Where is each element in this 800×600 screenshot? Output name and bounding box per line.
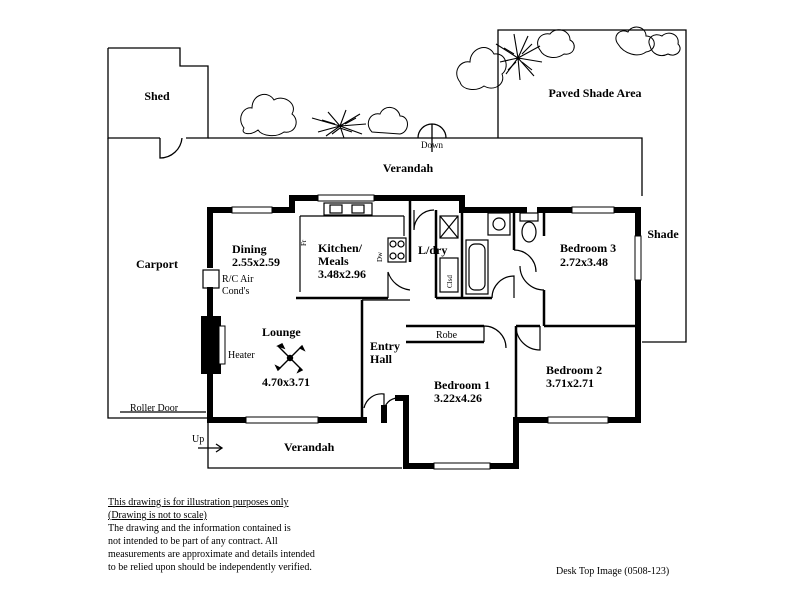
disclaimer-line: not intended to be part of any contract.…: [108, 536, 278, 547]
disclaimer-line: measurements are approximate and details…: [108, 549, 315, 560]
room-label-entry-line2: Hall: [370, 352, 393, 366]
verandah-top-outline: [208, 137, 643, 196]
carport-outline: [107, 138, 208, 419]
door-hall-laundry: [491, 275, 515, 299]
up-label: Up: [192, 434, 204, 445]
shrub-icon: [615, 26, 655, 56]
room-label-carport: Carport: [136, 257, 178, 271]
laundry-trough: [439, 215, 459, 239]
laundry-trough-cross: [439, 215, 459, 239]
room-label-laundry: L/dry: [418, 243, 447, 257]
room-label-kitchen-line2: Meals: [318, 254, 349, 268]
aircon-unit: [202, 269, 220, 289]
heater: [201, 316, 221, 374]
room-size-bedroom3: 2.72x3.48: [560, 255, 608, 269]
kitchen-bench: [299, 215, 405, 292]
aircon-label-line1: R/C Air: [222, 274, 254, 285]
stove: [387, 237, 407, 263]
room-label-kitchen-line1: Kitchen/: [318, 241, 363, 255]
room-size-kitchen: 3.48x2.96: [318, 267, 366, 281]
bath-inner: [468, 243, 486, 291]
door-laundry-ext: [413, 209, 435, 231]
door-bed3: [519, 265, 545, 291]
roller-door-label: Roller Door: [130, 403, 179, 414]
room-label-bedroom1: Bedroom 1: [434, 378, 490, 392]
shrub-icon: [537, 29, 575, 58]
disclaimer-line: This drawing is for illustration purpose…: [108, 497, 289, 508]
up-arrow: [198, 443, 224, 453]
paved-area-outline: [497, 29, 687, 343]
shrub-icon: [648, 32, 681, 57]
shrub-icon: [367, 107, 408, 135]
step-down-marker: [417, 123, 447, 152]
window-dining: [231, 206, 273, 214]
down-label: Down: [421, 140, 443, 150]
ceiling-fan-icon: [274, 343, 306, 374]
disclaimer-line: (Drawing is not to scale): [108, 510, 207, 521]
door-kitchen: [387, 271, 411, 298]
vanity: [487, 212, 511, 236]
stove-burner: [389, 240, 397, 248]
room-label-lounge: Lounge: [262, 325, 301, 339]
stove-burner: [397, 240, 405, 248]
heater-label: Heater: [228, 350, 255, 361]
toilet-bowl: [521, 221, 537, 243]
window-shade-east: [634, 235, 642, 281]
wall-entry-south: [381, 395, 409, 423]
aircon-label-line2: Cond's: [222, 286, 249, 297]
door-front: [363, 393, 385, 409]
door-entry-side: [383, 397, 399, 413]
wall-north-laundry: [407, 195, 465, 213]
heater-hearth: [218, 325, 226, 365]
window-kitchen: [317, 194, 375, 202]
dryer-label: Clsd: [446, 275, 454, 288]
dishwasher-label: Dw: [376, 251, 384, 262]
room-label-entry-line1: Entry: [370, 339, 400, 353]
window-bedroom1: [433, 462, 491, 470]
shrub-icon: [456, 47, 507, 90]
room-size-bedroom2: 3.71x2.71: [546, 376, 594, 390]
dryer-box: [439, 257, 459, 293]
room-label-paved-shade-area: Paved Shade Area: [548, 86, 641, 100]
window-bedroom3: [571, 206, 615, 214]
room-size-lounge: 4.70x3.71: [262, 375, 310, 389]
stove-burner: [389, 252, 397, 260]
window-lounge: [245, 416, 319, 424]
door-bed1: [483, 325, 507, 349]
stove-burner: [397, 252, 405, 260]
palm-icon: [311, 109, 367, 139]
room-label-bedroom3: Bedroom 3: [560, 241, 616, 255]
room-label-shade: Shade: [647, 227, 679, 241]
disclaimer-line: to be relied upon should be independentl…: [108, 562, 312, 573]
window-bedroom2: [547, 416, 609, 424]
kitchen-sink-bowl-right: [351, 204, 365, 214]
palm-icon: [495, 33, 543, 81]
shed-door: [159, 137, 183, 159]
disclaimer-line: The drawing and the information containe…: [108, 523, 291, 534]
robe-label: Robe: [436, 330, 458, 341]
image-reference: Desk Top Image (0508-123): [556, 566, 670, 577]
kitchen-sink-bowl-left: [329, 204, 343, 214]
room-label-bedroom2: Bedroom 2: [546, 363, 602, 377]
vanity-basin: [492, 217, 506, 231]
bath-tub: [465, 239, 489, 295]
room-label-shed: Shed: [144, 89, 170, 103]
toilet-cistern: [519, 212, 539, 222]
fridge-label: Fr: [300, 239, 308, 246]
wall-bed1-south: [403, 417, 519, 469]
shrub-icon: [240, 93, 297, 137]
room-size-bedroom1: 3.22x4.26: [434, 391, 482, 405]
room-label-verandah-bottom: Verandah: [284, 440, 335, 454]
door-bed2: [515, 325, 541, 351]
door-bath: [513, 249, 537, 273]
room-size-dining: 2.55x2.59: [232, 255, 280, 269]
verandah-bottom-outline: [207, 418, 402, 469]
room-label-dining: Dining: [232, 242, 267, 256]
disclaimer: This drawing is for illustration purpose…: [108, 496, 438, 574]
room-label-verandah-top: Verandah: [383, 161, 434, 175]
kitchen-sink: [323, 202, 373, 216]
